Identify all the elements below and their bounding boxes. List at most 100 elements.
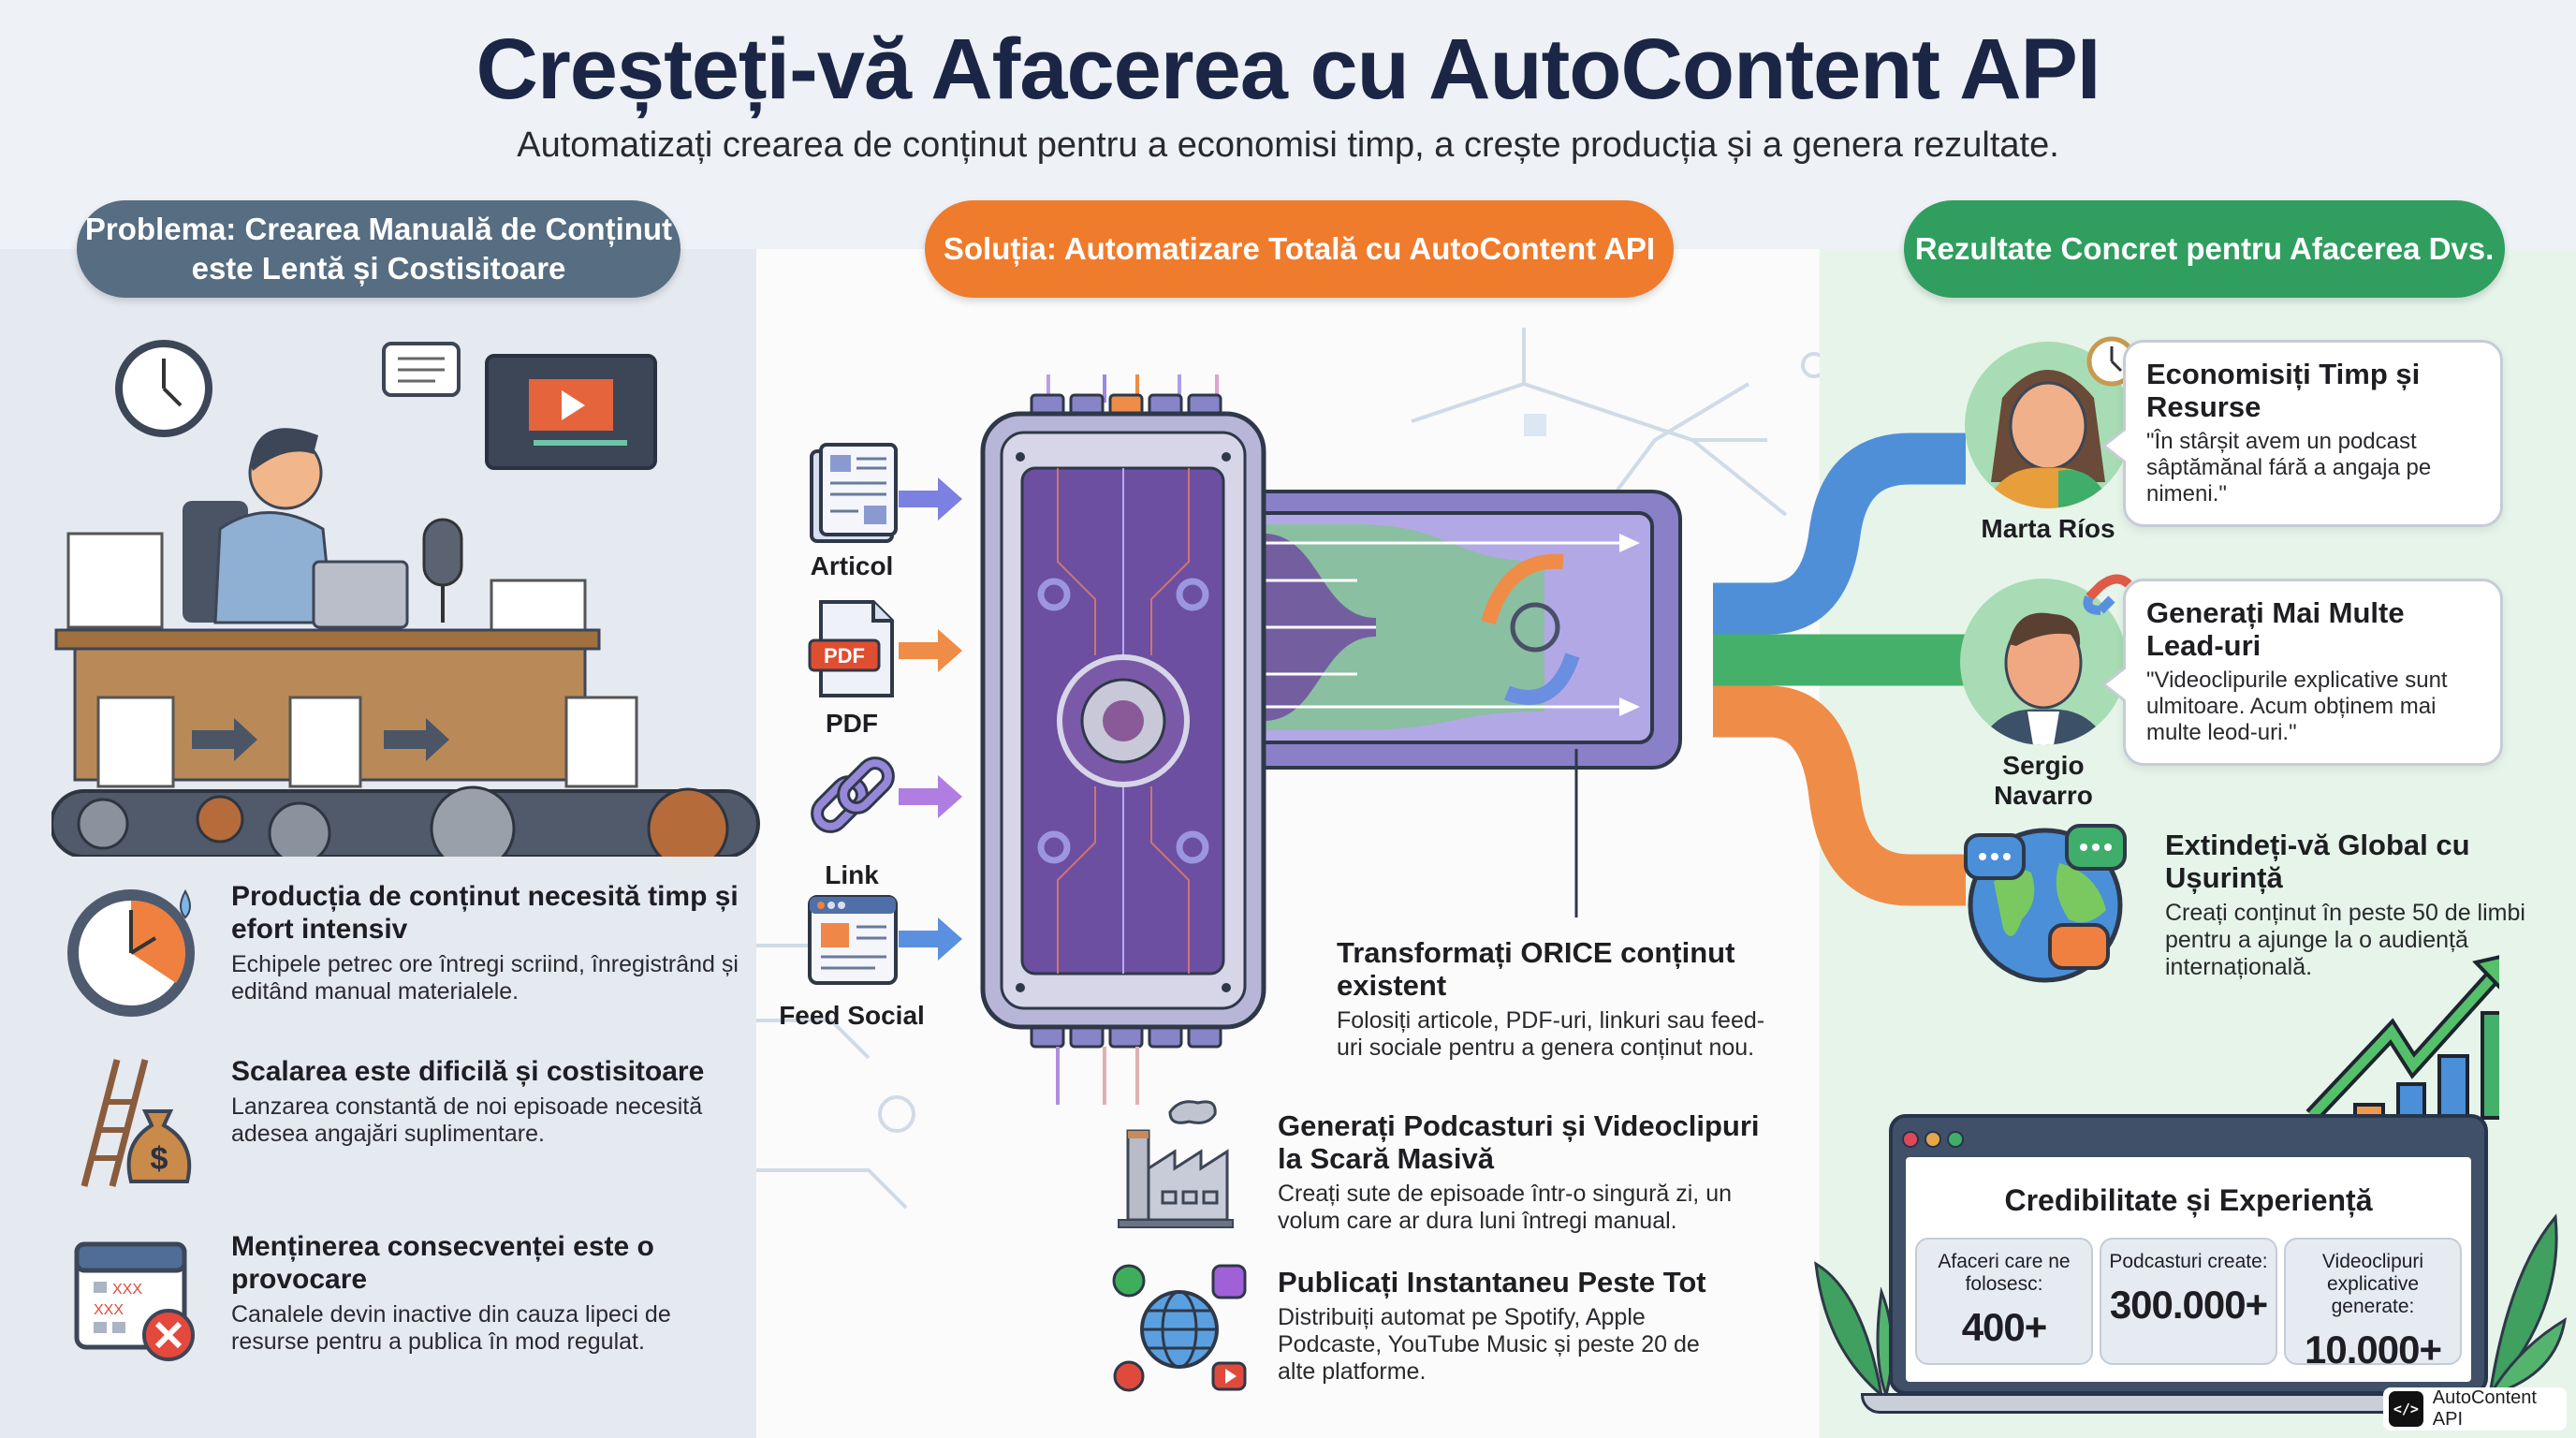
testimonial-quote: "În stârșit avem un podcast sâptămănal f… [2146,429,2432,506]
page-title: Creșteți-vă Afacerea cu AutoContent API [476,22,2101,117]
source-article: Articol [777,440,927,581]
processor-body [980,411,1266,1030]
conveyor-belt [51,696,760,857]
avatar [1965,342,2131,508]
arrow-right-icon [899,629,962,672]
problem-item-time: Producția de conținut necesită timp și e… [66,880,749,1039]
results-global-title: Extindeți-vă Global cu Ușurință [2165,829,2470,894]
testimonial-marta: Marta Ríos [1959,342,2137,544]
svg-text:PDF: PDF [824,644,865,668]
window-dot-red-icon [1902,1131,1919,1148]
link-icon [811,756,895,833]
source-link: Link [777,749,927,890]
video-editor-icon [485,354,657,470]
stat-label: Podcasturi create: [2109,1251,2268,1272]
publish-platforms-icon [1112,1264,1247,1392]
results-global-desc: Creați conținut în peste 50 de limbi pen… [2165,900,2525,980]
source-label: Feed Social [779,1001,925,1030]
stressed-worker [183,428,409,629]
testimonial-bubble: Generați Mai Multe Lead-uri "Videoclipur… [2101,579,2503,766]
solution-block-transform: Transformați ORICE conținut existent Fol… [1337,936,1777,1062]
plant-left-decoration [1814,1261,1891,1395]
solution-column-bg [756,249,1820,1438]
problem-item-title: Producția de conținut necesită timp și e… [231,881,739,945]
laptop-frame: Credibilitate și Experiență Afaceri care… [1889,1114,2488,1395]
solution-block-publish: Publicați Instantaneu Peste Tot Distribu… [1278,1266,1727,1386]
speech-bubble-icon [382,342,461,397]
results-section-heading: Rezultate Concret pentru Afacerea Dvs. [1904,200,2505,298]
testimonial-quote: "Videoclipurile explicative sunt ulmitoa… [2146,668,2448,745]
microphone-icon [422,518,463,623]
problem-section-heading: Problema: Crearea Manuală de Conținut es… [77,200,681,298]
stat-value: 300.000+ [2109,1283,2268,1327]
credibility-panel: Credibilitate și Experiență Afaceri care… [1861,1114,2516,1414]
brand-badge[interactable]: </> AutoContent API [2383,1387,2567,1431]
chat-bubble-icon [2048,923,2110,970]
solution-block-title: Publicați Instantaneu Peste Tot [1278,1266,1706,1299]
svg-text:XXX: XXX [112,1282,142,1298]
pdf-icon: PDF [808,600,894,697]
source-pdf: PDF PDF [777,597,927,739]
window-dot-yellow-icon [1925,1131,1941,1148]
testimonial-title: Generați Mai Multe Lead-uri [2146,596,2405,662]
solution-block-desc: Folosiți articole, PDF-uri, linkuri sau … [1337,1007,1765,1061]
brand-name: AutoContent API [2432,1387,2537,1430]
ladder-money-bag-icon: $ [80,1059,192,1187]
credibility-title: Credibilitate și Experiență [2004,1183,2373,1217]
problem-item-desc: Echipele petrec ore întregi scriind, înr… [231,951,739,1005]
svg-text:$: $ [151,1141,168,1177]
solution-block-scale: Generați Podcasturi și Videoclipuri la S… [1278,1109,1764,1235]
testimonial-bubble: Economisiți Timp și Resurse "În stârșit … [2101,340,2503,527]
article-icon [810,443,898,543]
transformer-tube [1168,490,1682,770]
problem-item-desc: Lanzarea constantă de noi episoade neces… [231,1093,703,1147]
automation-processor-illustration [980,374,1682,1105]
laptop-screen: Credibilitate și Experiență Afaceri care… [1906,1157,2471,1382]
social-feed-icon [808,895,898,985]
stat-card: Videoclipuri explicative generate: 10.00… [2284,1238,2462,1372]
youtube-music-icon [1113,1360,1145,1392]
solution-block-title: Generați Podcasturi și Videoclipuri la S… [1278,1109,1760,1175]
wall-clock-icon [115,340,212,437]
testimonial-name: Marta Ríos [1981,514,2115,543]
plant-right-decoration [2488,1213,2568,1395]
results-global: Extindeți-vă Global cu Ușurință Creați c… [2165,829,2539,981]
flow-band-blue [1713,433,1966,635]
manual-work-illustration [51,340,760,857]
global-languages-icon [1964,824,2127,983]
solution-block-desc: Creați sute de episoade într-o singură z… [1278,1181,1732,1234]
source-label: Articol [810,551,894,580]
window-dot-green-icon [1947,1131,1964,1148]
apple-podcasts-icon [1211,1264,1247,1299]
problem-item-title: Menținerea consecvenței este o provocare [231,1231,654,1295]
calendar-missed-icon: XXX XXX [74,1241,195,1361]
source-label: PDF [826,709,878,738]
stat-card: Afaceri care ne folosesc: 400+ [1915,1238,2093,1365]
factory-icon [1118,1100,1234,1228]
testimonial-title: Economisiți Timp și Resurse [2146,358,2421,423]
sync-arrows-icon [1481,553,1580,705]
solution-section-heading: Soluția: Automatizare Totală cu AutoCont… [925,200,1674,298]
problem-item-scaling: $ Scalarea este dificilă și costisitoare… [66,1055,749,1214]
arrow-right-icon [899,477,962,521]
problem-item-title: Scalarea este dificilă și costisitoare [231,1056,705,1087]
testimonial-name: Sergio Navarro [1994,751,2093,810]
arrow-right-icon [899,917,962,961]
growth-chart-icon [2305,955,2499,1123]
svg-text:XXX: XXX [94,1302,124,1318]
solution-block-title: Transformați ORICE conținut existent [1337,936,1735,1002]
stat-card: Podcasturi create: 300.000+ [2100,1238,2277,1365]
problem-item-consistency: XXX XXX Menținerea consecvenței este o p… [66,1230,749,1389]
solution-block-desc: Distribuiți automat pe Spotify, Apple Po… [1278,1304,1700,1385]
stat-label: Videoclipuri explicative generate: [2321,1251,2424,1317]
stat-value: 10.000+ [2305,1328,2442,1372]
stat-label: Afaceri care ne folosesc: [1938,1251,2071,1295]
paper-stack-icon [66,532,587,634]
stat-value: 400+ [1961,1305,2048,1349]
output-pipe-lines [1056,1047,1139,1105]
code-icon: </> [2389,1391,2423,1427]
spotify-icon [1112,1264,1146,1298]
arrow-right-icon [899,775,962,818]
source-social-feed: Feed Social [777,889,927,1031]
output-flow-bands [1713,433,1966,906]
